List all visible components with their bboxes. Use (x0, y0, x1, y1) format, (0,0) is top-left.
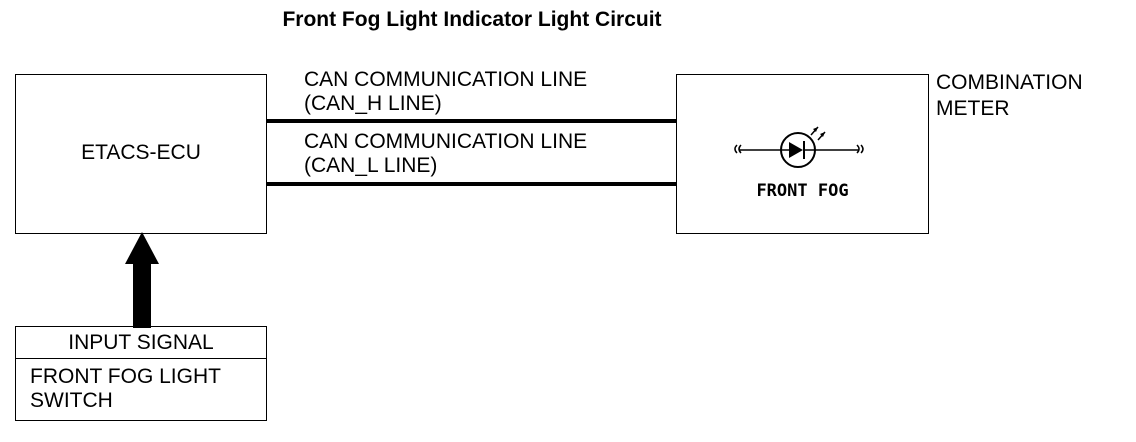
combination-meter-label-line2: METER (936, 97, 1010, 120)
combination-meter-box: FRONT FOG (676, 74, 929, 234)
can-l-label-line1: CAN COMMUNICATION LINE (304, 130, 588, 153)
input-signal-box: INPUT SIGNAL FRONT FOG LIGHT SWITCH (15, 326, 267, 421)
input-signal-source: FRONT FOG LIGHT SWITCH (16, 359, 266, 413)
input-signal-header: INPUT SIGNAL (16, 327, 266, 359)
can-h-wire (267, 119, 676, 123)
can-h-label-line2: (CAN_H LINE) (304, 92, 442, 115)
led-icon (734, 126, 864, 168)
input-signal-source-line2: SWITCH (30, 389, 113, 412)
can-l-wire (267, 182, 676, 186)
can-l-label-line2: (CAN_L LINE) (304, 154, 438, 177)
input-signal-arrow (125, 232, 159, 328)
etacs-ecu-label: ETACS-ECU (81, 141, 201, 164)
can-l-label: CAN COMMUNICATION LINE (CAN_L LINE) (304, 130, 587, 178)
combination-meter-label: COMBINATION METER (936, 70, 1083, 122)
can-h-label-line1: CAN COMMUNICATION LINE (304, 68, 588, 91)
front-fog-indicator-label: FRONT FOG (756, 181, 849, 201)
input-signal-source-line1: FRONT FOG LIGHT (30, 365, 221, 388)
etacs-ecu-box: ETACS-ECU (15, 74, 267, 234)
combination-meter-label-line1: COMBINATION (936, 71, 1083, 94)
can-h-label: CAN COMMUNICATION LINE (CAN_H LINE) (304, 68, 587, 116)
diagram-title: Front Fog Light Indicator Light Circuit (282, 8, 662, 31)
